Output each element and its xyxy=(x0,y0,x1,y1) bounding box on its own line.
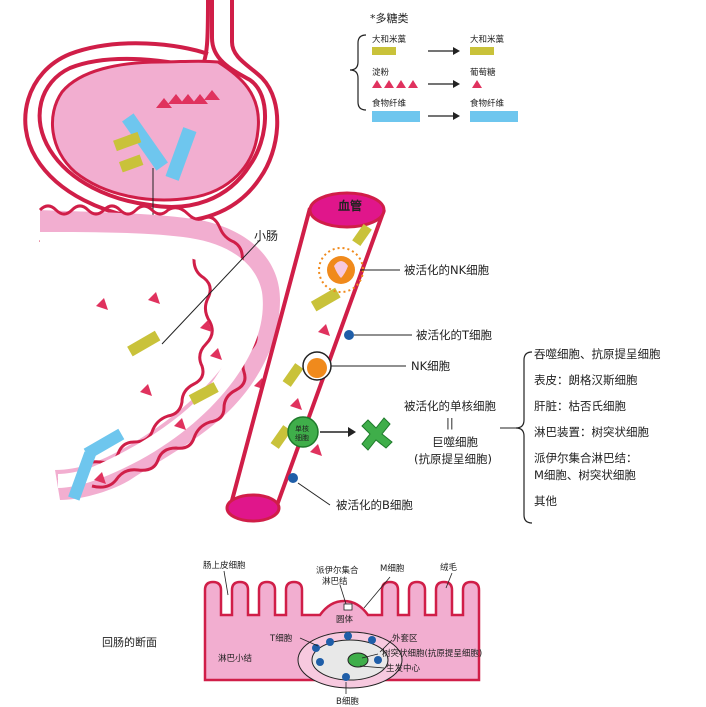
equals-label: || xyxy=(446,416,454,430)
activated-nk-label: 被活化的NK细胞 xyxy=(404,263,490,277)
epithelial-label: 肠上皮细胞 xyxy=(203,560,246,571)
right-cell-list: 吞噬细胞、抗原提呈细胞 表皮：朗格汉斯细胞 肝脏：枯否氏细胞 淋巴装置：树突状细… xyxy=(534,347,704,520)
nk-cell xyxy=(303,352,331,380)
legend-row1-right: 大和米藁 xyxy=(470,34,505,45)
lymph-nodule-label: 淋巴小结 xyxy=(218,653,252,664)
legend-title: *多糖类 xyxy=(370,11,409,25)
germinal-label: 生发中心 xyxy=(386,663,421,674)
stomach xyxy=(25,0,277,226)
legend-row3-left: 食物纤维 xyxy=(372,98,407,109)
villus-label: 绒毛 xyxy=(440,562,458,573)
blood-vessel-label: 血管 xyxy=(338,198,362,213)
nk-cell-label: NK细胞 xyxy=(411,359,451,373)
legend-row3-right: 食物纤维 xyxy=(470,98,505,109)
activated-b-cell xyxy=(288,473,298,483)
right-list-item: 其他 xyxy=(534,494,704,509)
legend-row1-left: 大和米藁 xyxy=(372,34,407,45)
monocyte-label: 单核 xyxy=(295,424,309,433)
activated-t-cell xyxy=(344,330,354,340)
dome-label: 圆体 xyxy=(336,614,354,625)
right-list-item: 表皮：朗格汉斯细胞 xyxy=(534,373,704,388)
outer-zone-label: 外套区 xyxy=(392,633,418,644)
legend: *多糖类 大和米藁 大和米藁 淀粉 葡萄糖 食物纤维 食物纤维 xyxy=(350,11,518,122)
right-list-item: 派伊尔集合淋巴结： xyxy=(534,451,704,466)
macrophage-cell xyxy=(362,418,392,450)
peyer-label: 派伊尔集合 xyxy=(316,565,359,576)
activated-b-label: 被活化的B细胞 xyxy=(336,498,413,512)
cross-section-title: 回肠的断面 xyxy=(102,635,157,649)
b-cell-label: B细胞 xyxy=(336,696,359,707)
macrophage-sub-label: (抗原提呈细胞) xyxy=(414,452,492,466)
small-intestine-label: 小肠 xyxy=(254,229,278,243)
ileum-cross-section xyxy=(205,571,479,694)
dendritic-label: 树突状细胞(抗原提呈细胞) xyxy=(382,648,482,659)
legend-row2-left: 淀粉 xyxy=(372,67,390,78)
legend-row2-right: 葡萄糖 xyxy=(470,67,496,78)
peyer-label2: 淋巴结 xyxy=(322,576,348,587)
activated-t-label: 被活化的T细胞 xyxy=(416,328,493,342)
right-list-item: 吞噬细胞、抗原提呈细胞 xyxy=(534,347,704,362)
m-cell-label: M细胞 xyxy=(380,563,405,574)
macrophage-label: 巨噬细胞 xyxy=(432,435,478,449)
right-list-item: M细胞、树突状细胞 xyxy=(534,468,704,483)
t-cell-label: T细胞 xyxy=(269,633,293,644)
activated-monocyte-label: 被活化的单核细胞 xyxy=(404,399,496,413)
right-list-item: 淋巴装置：树突状细胞 xyxy=(534,425,704,440)
right-list-item: 肝脏：枯否氏细胞 xyxy=(534,399,704,414)
monocyte-label2: 细胞 xyxy=(295,433,309,442)
